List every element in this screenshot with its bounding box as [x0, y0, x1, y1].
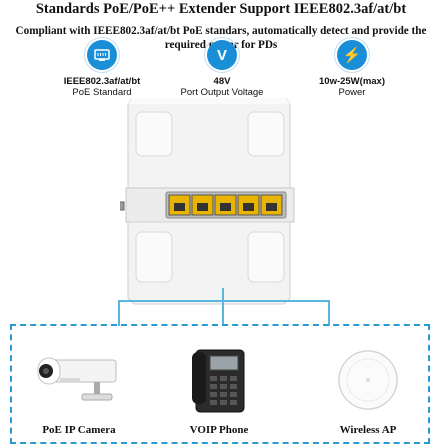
- voip-phone-icon: [192, 349, 245, 413]
- feature-poe-standard: IEEE802.3af/at/bt PoE Standard: [42, 37, 162, 99]
- feature-value: 48V: [213, 76, 231, 87]
- voltage-icon: V: [204, 37, 240, 73]
- wire-center: [222, 288, 224, 326]
- wireless-ap-icon: [338, 350, 398, 410]
- poe-extender-device: [120, 98, 295, 305]
- feature-power: ⚡ 10w-25W(max) Power: [292, 37, 412, 99]
- wire-top: [118, 300, 330, 302]
- ip-camera-icon: [37, 357, 117, 401]
- device-label-ip-camera: PoE IP Camera: [42, 424, 116, 436]
- ethernet-ports: [165, 191, 287, 219]
- powered-devices-box: [10, 324, 430, 444]
- lightning-icon: ⚡: [334, 37, 370, 73]
- feature-label: Port Output Voltage: [180, 87, 264, 98]
- ethernet-icon: [84, 37, 120, 73]
- feature-output-voltage: V 48V Port Output Voltage: [162, 37, 282, 99]
- feature-label: PoE Standard: [72, 87, 132, 98]
- page-title: Standards PoE/PoE++ Extender Support IEE…: [35, 1, 407, 17]
- feature-value: 10w-25W(max): [319, 76, 385, 87]
- feature-value: IEEE802.3af/at/bt: [63, 76, 141, 87]
- device-label-wireless-ap: Wireless AP: [339, 424, 397, 436]
- device-label-voip-phone: VOIP Phone: [189, 424, 249, 436]
- wire-right: [328, 300, 330, 326]
- wire-left: [118, 300, 120, 326]
- feature-label: Power: [338, 87, 366, 98]
